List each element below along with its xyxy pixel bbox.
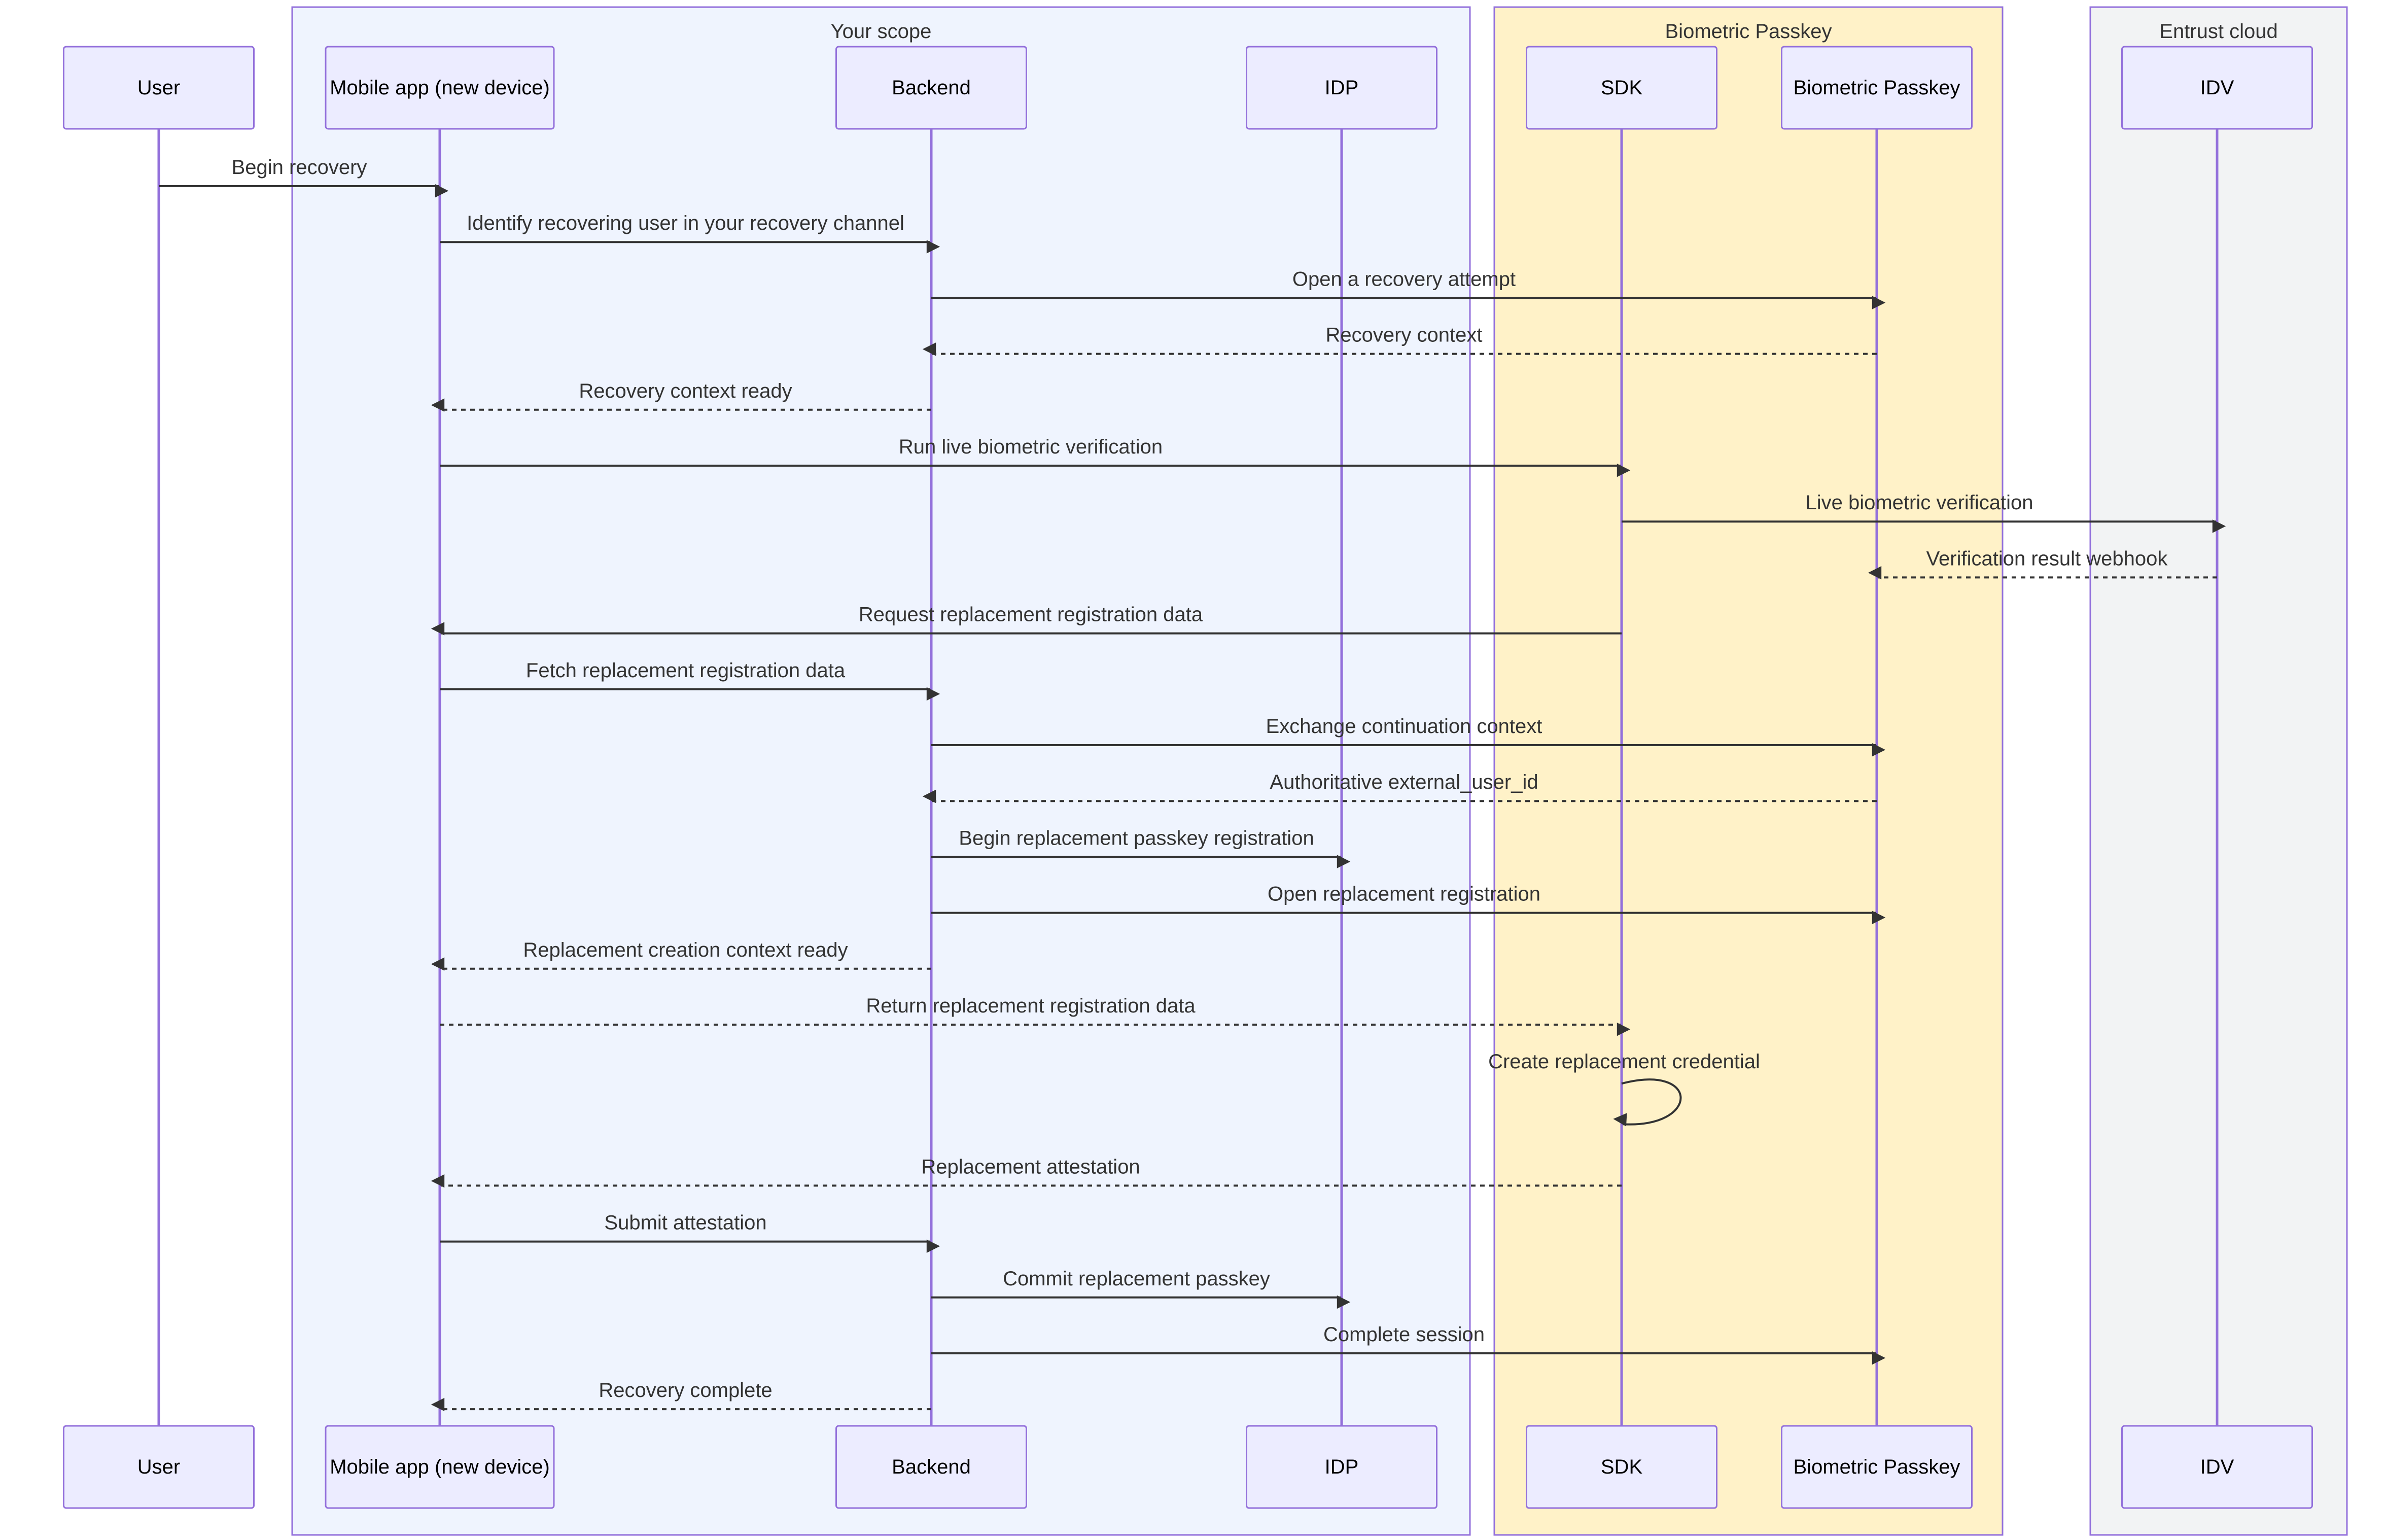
message-label: Identify recovering user in your recover…	[467, 212, 904, 234]
actor-box	[1526, 1425, 1717, 1509]
actor-label: Biometric Passkey	[1794, 1456, 1960, 1478]
actor-box	[2121, 1425, 2313, 1509]
message-19: Submit attestation	[440, 1212, 940, 1253]
actor-idp-bottom: IDP	[1246, 1425, 1437, 1509]
actor-box	[1781, 46, 1973, 130]
message-21: Complete session	[931, 1323, 1886, 1365]
actor-box	[63, 46, 255, 130]
message-8: Verification result webhook	[1868, 547, 2217, 580]
group-label-cloud: Entrust cloud	[2159, 20, 2277, 43]
message-20: Commit replacement passkey	[931, 1268, 1351, 1309]
message-6: Run live biometric verification	[440, 436, 1631, 477]
message-label: Verification result webhook	[1926, 547, 2168, 570]
actor-box	[835, 46, 1027, 130]
message-12: Authoritative external_user_id	[922, 771, 1877, 803]
actor-user-bottom: User	[63, 1425, 255, 1509]
message-1: Begin recovery	[159, 156, 449, 198]
actor-idv-top: IDV	[2121, 46, 2313, 130]
message-label: Authoritative external_user_id	[1270, 771, 1538, 793]
actor-app-bottom: Mobile app (new device)	[325, 1425, 555, 1509]
group-scope	[291, 6, 1471, 1536]
message-label: Complete session	[1323, 1323, 1485, 1346]
message-2: Identify recovering user in your recover…	[440, 212, 940, 254]
actor-box	[1246, 1425, 1437, 1509]
message-label: Request replacement registration data	[859, 604, 1203, 626]
message-13: Begin replacement passkey registration	[931, 827, 1351, 868]
message-label: Begin replacement passkey registration	[959, 827, 1314, 849]
message-label: Live biometric verification	[1805, 492, 2033, 514]
actor-backend-bottom: Backend	[835, 1425, 1027, 1509]
message-7: Live biometric verification	[1622, 492, 2226, 533]
message-label: Recovery complete	[599, 1379, 772, 1402]
message-22: Recovery complete	[431, 1379, 931, 1412]
message-16: Return replacement registration data	[440, 995, 1631, 1036]
message-label: Open a recovery attempt	[1292, 268, 1516, 290]
actor-label: User	[137, 1456, 180, 1478]
actor-box	[2121, 46, 2313, 130]
message-18: Replacement attestation	[431, 1156, 1622, 1188]
actor-box	[835, 1425, 1027, 1509]
message-4: Recovery context	[922, 324, 1877, 356]
message-label: Recovery context ready	[579, 380, 792, 402]
group-label-scope: Your scope	[831, 20, 932, 43]
message-arrow	[1613, 1078, 1682, 1127]
actor-label: Backend	[892, 77, 971, 99]
message-3: Open a recovery attempt	[931, 268, 1886, 309]
actor-idp-top: IDP	[1246, 46, 1437, 130]
actor-label: SDK	[1601, 1456, 1643, 1478]
actor-label: IDV	[2200, 1456, 2234, 1478]
message-9: Request replacement registration data	[431, 604, 1622, 636]
actor-label: Mobile app (new device)	[330, 77, 550, 99]
message-17: Create replacement credential	[1488, 1051, 1760, 1127]
group-label-passkey: Biometric Passkey	[1665, 20, 1832, 43]
actor-box	[325, 46, 555, 130]
actor-box	[1246, 46, 1437, 130]
message-label: Exchange continuation context	[1266, 715, 1542, 738]
actor-label: Biometric Passkey	[1794, 77, 1960, 99]
message-label: Replacement creation context ready	[523, 939, 848, 961]
actor-bp-bottom: Biometric Passkey	[1781, 1425, 1973, 1509]
message-label: Run live biometric verification	[899, 436, 1163, 458]
actor-box	[325, 1425, 555, 1509]
actor-label: Backend	[892, 1456, 971, 1478]
actor-box	[1526, 46, 1717, 130]
actor-label: User	[137, 77, 180, 99]
message-label: Submit attestation	[604, 1212, 766, 1234]
message-label: Commit replacement passkey	[1003, 1268, 1270, 1290]
actor-sdk-top: SDK	[1526, 46, 1717, 130]
actor-idv-bottom: IDV	[2121, 1425, 2313, 1509]
message-label: Return replacement registration data	[866, 995, 1196, 1017]
actor-app-top: Mobile app (new device)	[325, 46, 555, 130]
actor-bp-top: Biometric Passkey	[1781, 46, 1973, 130]
actor-sdk-bottom: SDK	[1526, 1425, 1717, 1509]
group-passkey	[1493, 6, 2004, 1536]
message-label: Create replacement credential	[1488, 1051, 1760, 1073]
actor-label: IDP	[1325, 1456, 1359, 1478]
actor-backend-top: Backend	[835, 46, 1027, 130]
message-11: Exchange continuation context	[931, 715, 1886, 757]
message-label: Replacement attestation	[921, 1156, 1140, 1178]
message-label: Recovery context	[1325, 324, 1482, 346]
actor-user-top: User	[63, 46, 255, 130]
message-label: Fetch replacement registration data	[526, 659, 846, 682]
actor-box	[63, 1425, 255, 1509]
message-label: Begin recovery	[232, 156, 367, 179]
actor-label: SDK	[1601, 77, 1643, 99]
actor-box	[1781, 1425, 1973, 1509]
message-15: Replacement creation context ready	[431, 939, 931, 971]
actor-label: IDV	[2200, 77, 2234, 99]
message-5: Recovery context ready	[431, 380, 931, 412]
message-label: Open replacement registration	[1268, 883, 1540, 905]
message-10: Fetch replacement registration data	[440, 659, 940, 701]
actor-label: IDP	[1325, 77, 1359, 99]
message-14: Open replacement registration	[931, 883, 1886, 924]
actor-label: Mobile app (new device)	[330, 1456, 550, 1478]
group-cloud	[2089, 6, 2348, 1536]
